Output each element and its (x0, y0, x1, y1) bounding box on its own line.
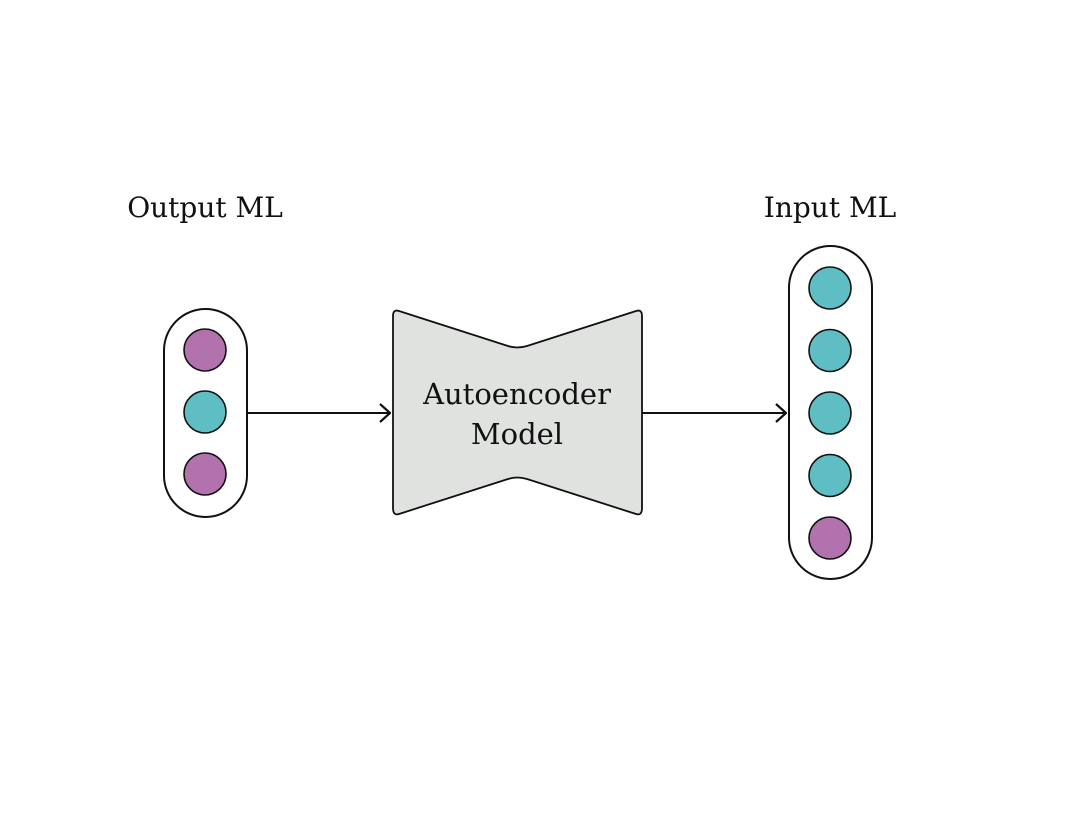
model-label-line1: Autoencoder (422, 377, 611, 411)
input-vector-nodes (808, 266, 852, 560)
input-node-teal (808, 391, 852, 435)
input-node-teal (808, 328, 852, 373)
input-ml-label: Input ML (764, 191, 896, 224)
input-node-teal (808, 453, 852, 498)
output-node-purple (183, 452, 227, 496)
output-vector-nodes (183, 328, 227, 496)
autoencoder-model-shape (392, 309, 643, 516)
output-node-purple (183, 328, 227, 372)
output-node-teal (183, 390, 227, 434)
input-node-purple (808, 516, 852, 560)
output-ml-label: Output ML (127, 191, 283, 224)
model-label-line2: Model (471, 417, 563, 451)
input-node-teal (808, 266, 852, 310)
